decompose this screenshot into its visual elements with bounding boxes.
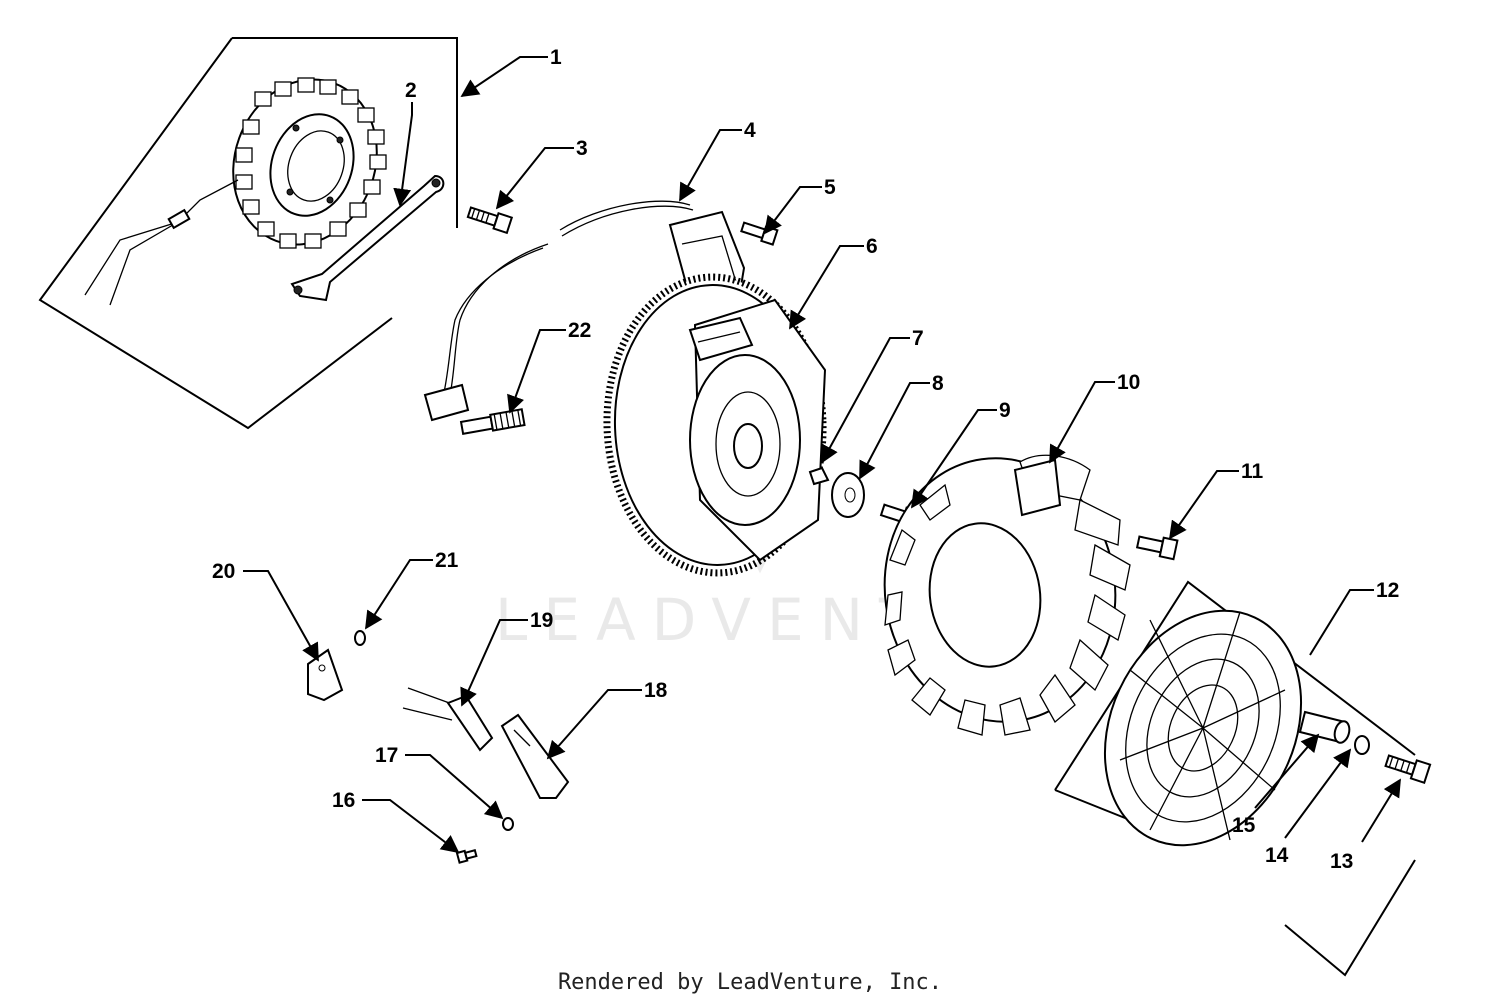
screen-part-icon: [1103, 609, 1303, 847]
callout-16: 16: [332, 789, 355, 812]
callout-19: 19: [530, 609, 553, 632]
screw-3-part-icon: [466, 206, 514, 235]
callout-8: 8: [932, 372, 944, 395]
callout-22: 22: [568, 319, 591, 342]
callout-14: 14: [1265, 844, 1289, 867]
bolt-13-part-icon: [1384, 754, 1432, 784]
cover-plate-part-icon: [500, 713, 570, 799]
callout-18: 18: [644, 679, 668, 702]
callout-1: 1: [550, 46, 562, 69]
bracket-20-part-icon: [307, 648, 344, 702]
ground-strap-part-icon: [290, 174, 445, 302]
callout-17: 17: [375, 744, 398, 767]
callout-15: 15: [1232, 814, 1256, 837]
callout-21: 21: [435, 549, 459, 572]
flywheel-part-icon: [603, 273, 827, 577]
callout-7: 7: [912, 327, 924, 350]
callout-9: 9: [999, 399, 1011, 422]
fan-part-icon: [883, 454, 1131, 736]
callout-4: 4: [744, 119, 756, 142]
washer-8-part-icon: [831, 472, 865, 518]
stator-kit-frame: [38, 37, 458, 430]
nut-17-part-icon: [502, 817, 514, 831]
callout-5: 5: [824, 176, 836, 199]
callout-6: 6: [866, 235, 878, 258]
ignition-module-part-icon: [423, 200, 746, 422]
callout-13: 13: [1330, 850, 1353, 873]
spark-plug-part-icon: [459, 408, 526, 435]
screw-16-part-icon: [455, 849, 478, 864]
callout-11: 11: [1241, 460, 1264, 483]
bolt-11-part-icon: [1135, 535, 1179, 561]
key-part-icon: [808, 466, 830, 486]
screen-kit-frame: [1054, 580, 1416, 977]
washer-21-part-icon: [354, 630, 366, 646]
washer-14-part-icon: [1354, 735, 1370, 755]
callout-leaders: [243, 56, 1401, 854]
callout-10: 10: [1117, 371, 1140, 394]
stator-part-icon: [84, 77, 387, 306]
callout-2: 2: [405, 79, 417, 102]
callout-labels: 1 2 3 4 5 6 7 8 9 10 11 12 13 14 15 16 1…: [212, 46, 1399, 873]
spacer-part-icon: [1298, 710, 1351, 744]
callout-3: 3: [576, 137, 588, 160]
callout-20: 20: [212, 560, 235, 583]
footer-credit: Rendered by LeadVenture, Inc.: [557, 970, 943, 995]
callout-12: 12: [1376, 579, 1399, 602]
switch-19-part-icon: [402, 687, 494, 752]
